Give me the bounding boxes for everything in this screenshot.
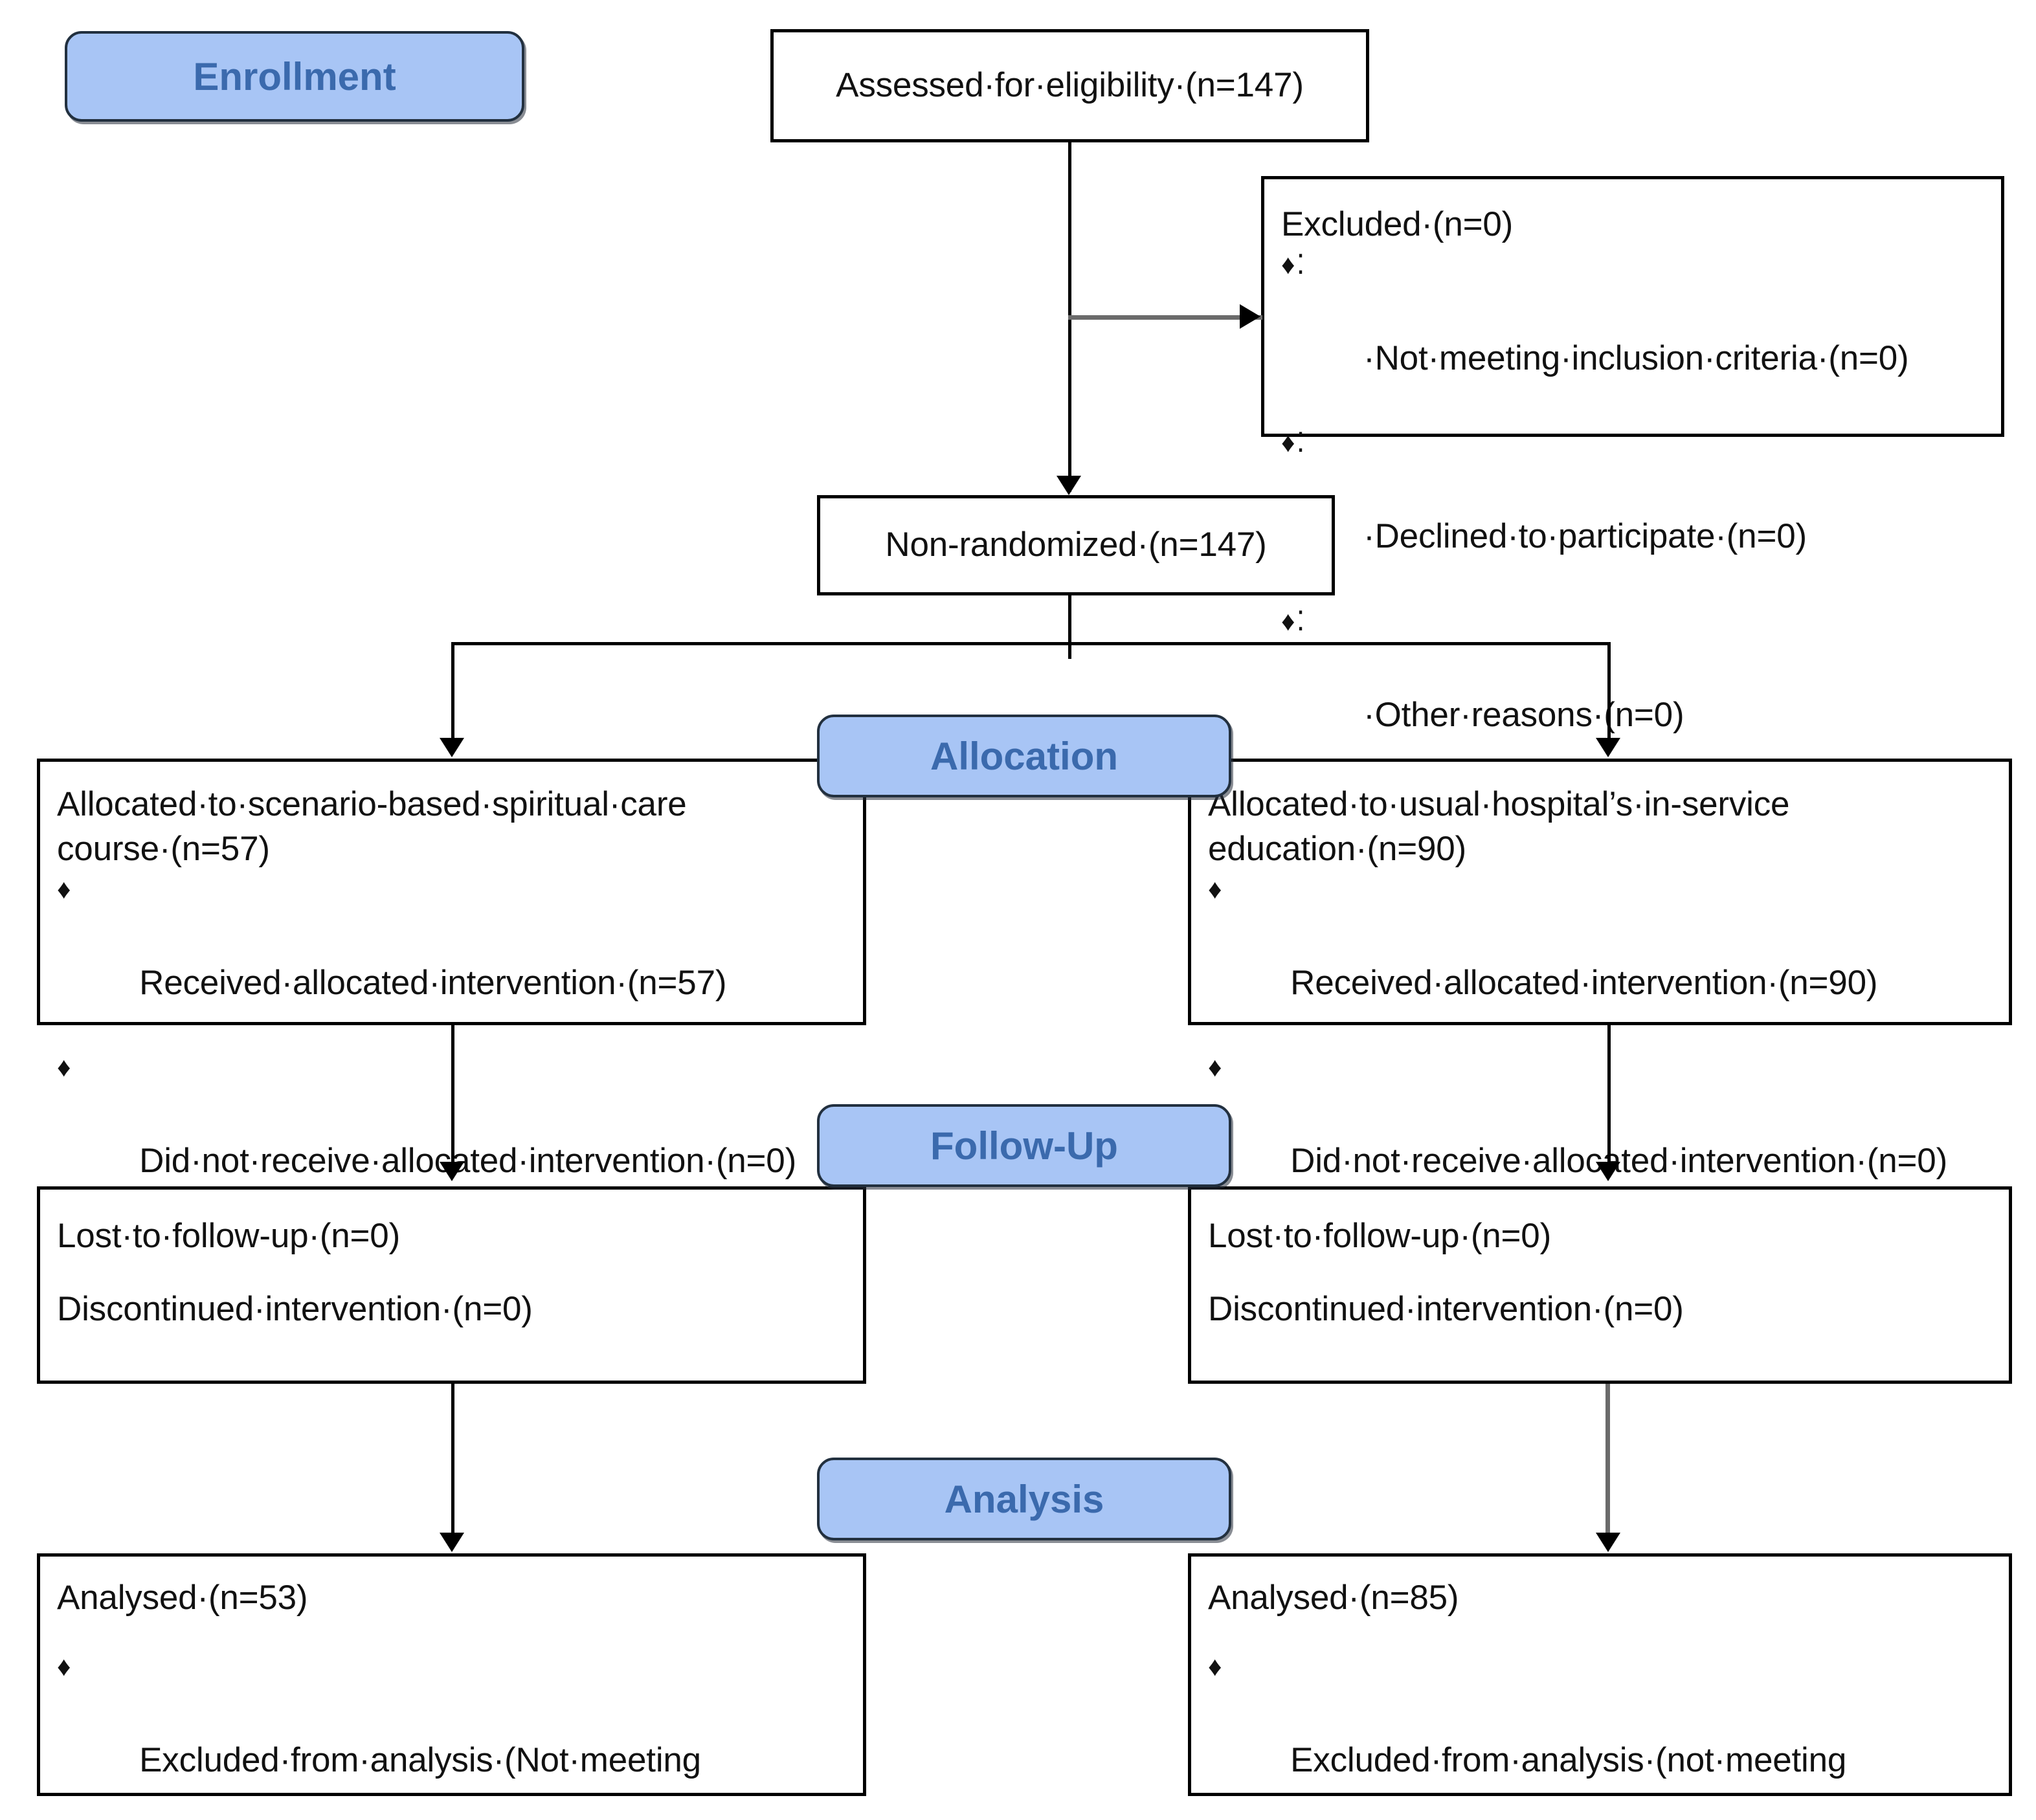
arrowhead-analysis-left xyxy=(440,1533,464,1552)
diamond-bullet-icon: ♦ xyxy=(1208,873,1222,904)
stage-badge-followup: Follow-Up xyxy=(817,1104,1231,1187)
connector-follow-left-to-analysis xyxy=(451,1384,454,1536)
spacer xyxy=(1208,1621,1992,1649)
alloc-left-item-label: Received·allocated·intervention·(n=57) xyxy=(139,963,727,1002)
stage-badge-allocation-label: Allocation xyxy=(930,734,1118,778)
stage-badge-enrollment: Enrollment xyxy=(65,31,524,122)
arrowhead-alloc-right xyxy=(1596,738,1620,757)
alloc-right-line1: Allocated·to·usual·hospital’s·in-service xyxy=(1208,785,1790,823)
non-randomized-text: Non-randomized·(n=147) xyxy=(885,526,1267,564)
follow-left-line2: Discontinued·intervention·(n=0) xyxy=(57,1289,533,1328)
excluded-item-label: ·Other·reasons·(n=0) xyxy=(1363,695,1684,734)
box-followup-control: Lost·to·follow-up·(n=0) Discontinued·int… xyxy=(1188,1186,2012,1384)
analysis-left-item-label-a: Excluded·from·analysis·(Not·meeting xyxy=(139,1740,701,1779)
box-analysis-control: Analysed·(n=85) ♦ Excluded·from·analysis… xyxy=(1188,1553,2012,1796)
alloc-right-item: ♦ Received·allocated·intervention·(n=90) xyxy=(1208,872,1992,1050)
arrowhead-analysis-right xyxy=(1596,1533,1620,1552)
excluded-item-label: ·Declined·to·participate·(n=0) xyxy=(1363,517,1807,556)
stage-badge-analysis: Analysis xyxy=(817,1458,1231,1540)
connector-split-horizontal xyxy=(451,642,1610,645)
box-non-randomized: Non-randomized·(n=147) xyxy=(817,495,1335,595)
excluded-heading: Excluded·(n=0) xyxy=(1281,205,1514,243)
alloc-left-item: ♦ Did·not·receive·allocated·intervention… xyxy=(57,1050,846,1228)
arrowhead-to-nonrandomized xyxy=(1057,476,1081,495)
box-analysis-intervention: Analysed·(n=53) ♦ Excluded·from·analysis… xyxy=(37,1553,866,1796)
analysis-right-line1: Analysed·(n=85) xyxy=(1208,1579,1459,1617)
assessed-text: Assessed·for·eligibility·(n=147) xyxy=(836,66,1304,105)
diamond-bullet-icon: ♦ xyxy=(57,873,71,904)
connector-follow-right-to-analysis xyxy=(1605,1384,1610,1536)
arrowhead-to-excluded xyxy=(1240,304,1260,329)
spacer xyxy=(57,1621,846,1649)
connector-alloc-left-to-follow xyxy=(451,1025,454,1164)
box-assessed-for-eligibility: Assessed·for·eligibility·(n=147) xyxy=(770,29,1369,142)
spacer xyxy=(57,1259,846,1287)
diamond-bullet-icon: ♦ xyxy=(57,1052,71,1083)
alloc-right-line2: education·(n=90) xyxy=(1208,829,1466,868)
follow-left-line1: Lost·to·follow-up·(n=0) xyxy=(57,1217,401,1255)
alloc-left-item-label: Did·not·receive·allocated·intervention·(… xyxy=(139,1142,797,1181)
arrowhead-follow-right xyxy=(1596,1162,1620,1181)
follow-right-line2: Discontinued·intervention·(n=0) xyxy=(1208,1289,1684,1328)
stage-badge-followup-label: Follow-Up xyxy=(930,1124,1118,1168)
stage-badge-enrollment-label: Enrollment xyxy=(193,54,396,98)
diamond-bullet-icon: ♦ xyxy=(1208,1052,1222,1083)
diamond-bullet-icon: ♦⁚ xyxy=(1281,249,1306,280)
diamond-bullet-icon: ♦⁚ xyxy=(1281,606,1306,637)
excluded-item: ♦⁚ ·Other·reasons·(n=0) xyxy=(1281,604,1984,782)
connector-alloc-right-to-follow xyxy=(1607,1025,1611,1164)
excluded-item: ♦⁚ ·Not·meeting·inclusion·criteria·(n=0) xyxy=(1281,247,1984,426)
follow-right-line1: Lost·to·follow-up·(n=0) xyxy=(1208,1217,1552,1255)
box-allocation-intervention: Allocated·to·scenario-based·spiritual·ca… xyxy=(37,759,866,1180)
analysis-left-line1: Analysed·(n=53) xyxy=(57,1579,308,1617)
analysis-left-item: ♦ Excluded·from·analysis·(Not·meeting xyxy=(57,1649,846,1820)
alloc-right-item-label: Received·allocated·intervention·(n=90) xyxy=(1290,963,1878,1002)
diamond-bullet-icon: ♦ xyxy=(57,1650,71,1681)
connector-to-excluded xyxy=(1068,315,1262,320)
diamond-bullet-icon: ♦⁚ xyxy=(1281,427,1306,458)
analysis-right-item-label-a: Excluded·from·analysis·(not·meeting xyxy=(1290,1740,1847,1779)
arrowhead-follow-left xyxy=(440,1162,464,1181)
connector-split-left-down xyxy=(451,642,454,740)
box-followup-intervention: Lost·to·follow-up·(n=0) Discontinued·int… xyxy=(37,1186,866,1384)
stage-badge-allocation: Allocation xyxy=(817,715,1231,797)
diamond-bullet-icon: ♦ xyxy=(1208,1650,1222,1681)
spacer xyxy=(1208,1259,1992,1287)
alloc-left-line2: course·(n=57) xyxy=(57,829,270,868)
analysis-right-item: ♦ Excluded·from·analysis·(not·meeting xyxy=(1208,1649,1992,1820)
connector-nonrandomized-stem xyxy=(1068,595,1071,659)
excluded-item: ♦⁚ ·Declined·to·participate·(n=0) xyxy=(1281,425,1984,604)
excluded-item-label: ·Not·meeting·inclusion·criteria·(n=0) xyxy=(1363,338,1909,377)
stage-badge-analysis-label: Analysis xyxy=(944,1477,1104,1521)
connector-split-right-down xyxy=(1607,642,1611,740)
alloc-left-line1: Allocated·to·scenario-based·spiritual·ca… xyxy=(57,785,687,823)
box-excluded: Excluded·(n=0) ♦⁚ ·Not·meeting·inclusion… xyxy=(1261,176,2004,734)
box-allocation-control: Allocated·to·usual·hospital’s·in-service… xyxy=(1188,759,2012,1180)
arrowhead-alloc-left xyxy=(440,738,464,757)
alloc-left-item: ♦ Received·allocated·intervention·(n=57) xyxy=(57,872,846,1050)
